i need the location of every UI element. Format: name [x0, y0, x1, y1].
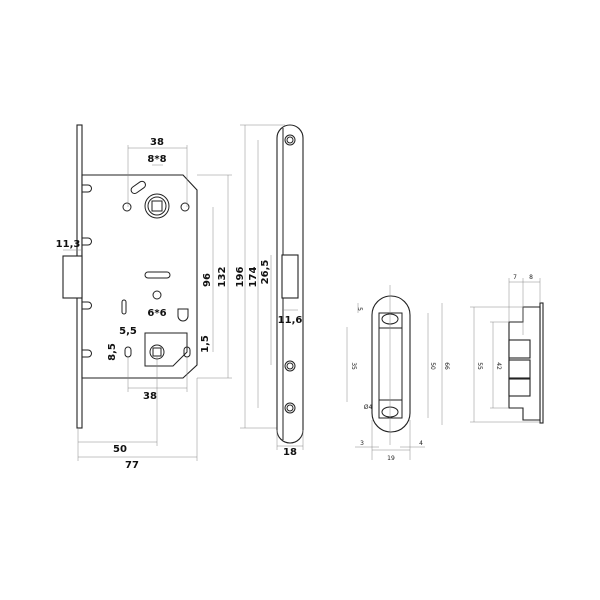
dim-11-6: 11,6	[278, 315, 303, 326]
dim-42: 42	[495, 362, 502, 370]
dim-7: 7	[513, 274, 517, 281]
dim-8: 8	[529, 274, 533, 281]
dim-196: 196	[235, 267, 246, 288]
dim-50: 50	[113, 444, 127, 455]
keyhole-slot	[144, 271, 171, 279]
screw-hole	[180, 202, 190, 212]
strike-dim-lines	[346, 303, 443, 460]
dim-66: 66	[443, 362, 450, 370]
dim-50-strike: 50	[429, 362, 436, 370]
dim-19: 19	[387, 455, 395, 462]
dim-8x8: 8*8	[147, 154, 166, 165]
dim-5-5: 5,5	[119, 326, 137, 337]
dim-38-bottom: 38	[143, 391, 157, 402]
dim-18: 18	[283, 447, 297, 458]
hole	[152, 290, 162, 300]
lock-body	[62, 124, 198, 429]
dim-8-5: 8,5	[107, 343, 118, 361]
dim-96: 96	[202, 273, 213, 287]
dim-55: 55	[476, 362, 483, 370]
strike-side-view	[508, 302, 544, 424]
dim-4: 4	[419, 440, 423, 447]
d-hole	[177, 308, 189, 322]
pin	[121, 299, 127, 315]
dim-174: 174	[248, 267, 259, 288]
dim-6x6: 6*6	[147, 308, 166, 319]
follower-square	[151, 200, 163, 212]
screw-hole	[122, 202, 132, 212]
dim-132: 132	[217, 267, 228, 288]
latch-window	[281, 254, 299, 299]
dim-38-top: 38	[150, 137, 164, 148]
faceplate-dim-lines	[276, 309, 304, 450]
mounting-studs	[82, 184, 92, 358]
dim-35: 35	[350, 362, 357, 370]
follower-hub	[144, 193, 170, 219]
dim-dia-4: Ø4	[364, 404, 373, 411]
side-dim-lines	[470, 278, 541, 423]
lock-case	[81, 174, 198, 379]
dim-11-3: 11,3	[56, 239, 81, 250]
faceplate	[276, 124, 304, 444]
lower-plate	[144, 332, 188, 367]
latch-bolt	[62, 255, 83, 299]
slot	[130, 180, 146, 194]
dim-77: 77	[125, 460, 139, 471]
strike-plate	[371, 285, 411, 445]
dim-1-5: 1,5	[200, 335, 211, 353]
dim-26-5: 26,5	[260, 260, 271, 285]
dim-3: 3	[360, 440, 364, 447]
dim-5: 5	[356, 307, 363, 311]
